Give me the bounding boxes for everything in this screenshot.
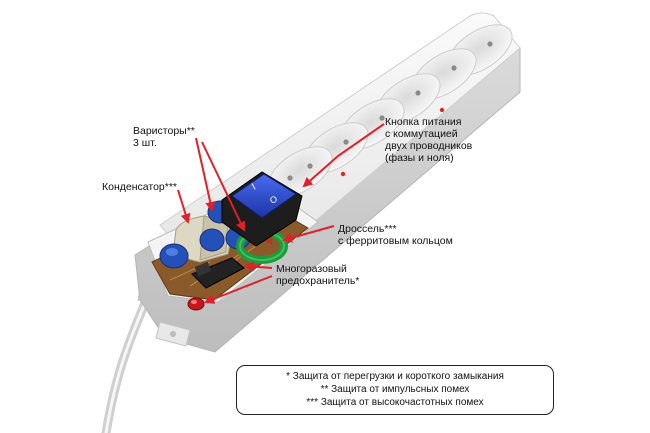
switch-off-mark: O: [268, 194, 279, 206]
arrow-condenser: [177, 189, 191, 224]
indicator-dot: [439, 107, 445, 113]
label-condenser: Конденсатор***: [102, 181, 178, 193]
label-varistors: Варисторы** 3 шт.: [133, 125, 195, 149]
power-cable: [101, 285, 155, 433]
callout-arrows: [177, 123, 385, 304]
footnote-impulse: ** Защита от импульсных помех: [320, 384, 470, 395]
label-fuse: Многоразовый предохранитель*: [276, 263, 360, 287]
arrow-varistors-1: [195, 137, 216, 212]
switch-on-mark: I: [250, 182, 258, 193]
socket-6: [267, 146, 333, 198]
arrow-fuse: [244, 261, 273, 272]
arrow-varistors-2: [201, 141, 246, 232]
fuse-button-highlight: [191, 300, 197, 304]
label-power-button: Кнопка питания с коммутацией двух провод…: [385, 116, 473, 164]
arrow-fuse-button: [204, 275, 273, 304]
footnote-hf: *** Защита от высокочастотных помех: [306, 397, 484, 408]
label-choke: Дроссель*** с ферритовым кольцом: [338, 223, 453, 247]
fuse-button: [187, 297, 205, 311]
footnotes-box: * Защита от перегрузки и короткого замык…: [236, 365, 554, 415]
arrow-choke: [282, 225, 335, 243]
sockets: [267, 24, 513, 198]
mounting-hole: [170, 331, 176, 337]
arrow-power-button: [302, 123, 385, 188]
footnote-overload: * Защита от перегрузки и короткого замык…: [286, 371, 504, 382]
fuse: [191, 257, 245, 289]
indicator-dot: [340, 171, 346, 177]
